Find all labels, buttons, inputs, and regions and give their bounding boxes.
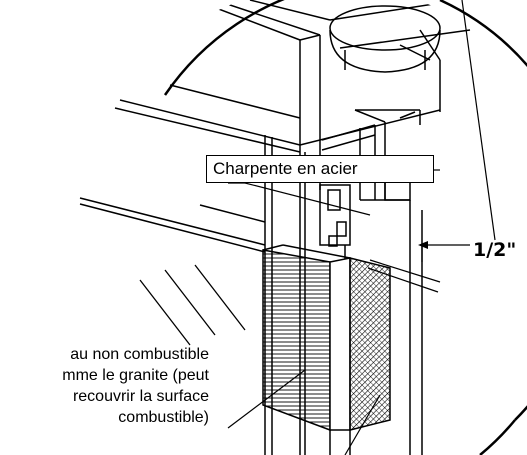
leader-lines [227, 0, 496, 455]
ceiling-panel [114, 84, 301, 153]
note-line-4: combustible) [118, 409, 209, 426]
frame-label: Charpente en acier [206, 155, 434, 183]
note-line-2: mme le granite (peut [62, 367, 209, 384]
dimension-arrows [418, 241, 428, 249]
note-line-1: au non combustible [70, 346, 209, 363]
material-note: au non combustible mme le granite (peut … [0, 344, 209, 428]
round-duct [329, 5, 441, 73]
note-line-3: recouvrir la surface [72, 388, 209, 405]
floor-edge [79, 197, 266, 253]
dimension-label: 1/2" [473, 239, 517, 261]
granite-panel [262, 244, 391, 432]
lower-column [329, 430, 351, 455]
structure-drawing [79, 0, 471, 455]
hatch-marks [139, 264, 246, 346]
